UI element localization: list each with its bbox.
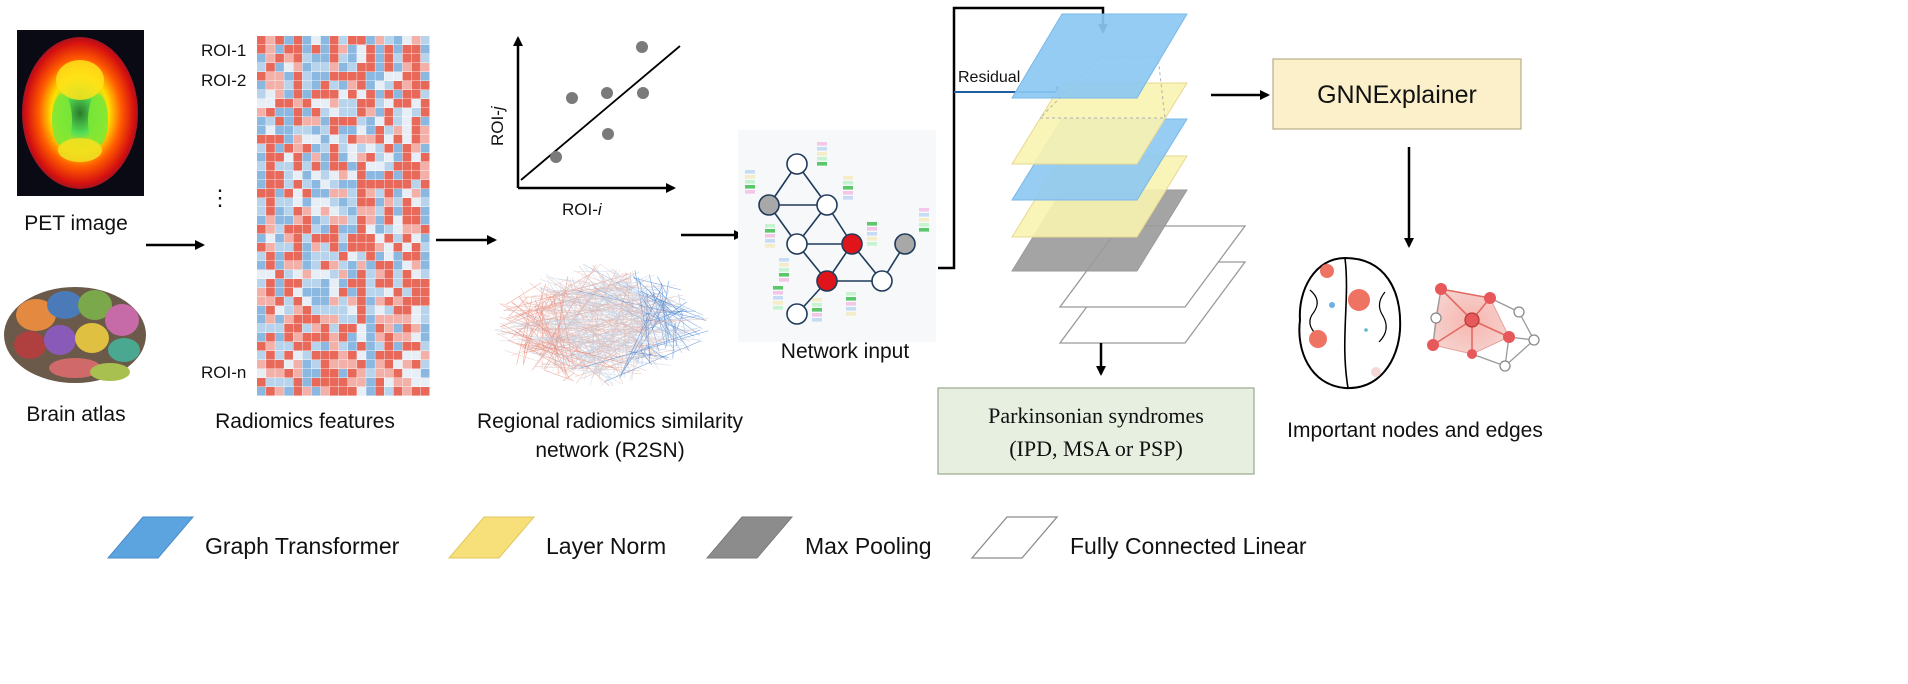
important-node [1320, 264, 1334, 278]
graph-node [816, 194, 838, 216]
legend-label: Layer Norm [546, 533, 666, 559]
legend-swatch-max-pooling [705, 516, 794, 559]
brain-atlas-image [4, 287, 146, 383]
graph-node [894, 233, 916, 255]
important-node [1329, 302, 1335, 308]
subgraph-node [1484, 292, 1496, 304]
graph-node [786, 153, 808, 175]
important-node [1364, 328, 1368, 332]
legend-label: Max Pooling [805, 533, 932, 559]
pet-label: PET image [24, 212, 128, 235]
atlas-label: Brain atlas [26, 403, 125, 426]
r2sn-label-line2: network (R2SN) [535, 439, 684, 462]
graph-node [786, 303, 808, 325]
gnnexplainer-label: GNNExplainer [1317, 81, 1477, 109]
graph-node [758, 194, 780, 216]
radiomics-heatmap [257, 36, 430, 396]
network-input-label: Network input [781, 340, 910, 363]
legend-swatch-fc-linear [970, 516, 1059, 559]
subgraph-node [1427, 339, 1439, 351]
important-node [1309, 330, 1327, 348]
legend-swatch-graph-transformer [106, 516, 195, 559]
important-label: Important nodes and edges [1287, 419, 1543, 442]
radiomics-label: Radiomics features [215, 410, 395, 433]
subgraph-node [1503, 331, 1515, 343]
graph-node [841, 233, 863, 255]
similarity-scatter [513, 36, 681, 193]
legend: Graph Transformer Layer Norm Max Pooling… [106, 516, 1307, 559]
gnnexplainer-box [1272, 58, 1522, 130]
subgraph-node [1430, 312, 1442, 324]
network-input-graph [738, 130, 936, 342]
roi-label: ROI-2 [201, 71, 246, 90]
legend-label: Fully Connected Linear [1070, 533, 1307, 559]
subgraph-node [1467, 349, 1477, 359]
model-layer-stack [1011, 13, 1247, 344]
roi-label: ROI-n [201, 363, 246, 382]
subgraph-node [1499, 360, 1511, 372]
important-node [1371, 367, 1381, 377]
graph-node [871, 270, 893, 292]
layer-norm-layer [1011, 82, 1188, 165]
subgraph-node [1435, 283, 1447, 295]
output-line1: Parkinsonian syndromes [988, 403, 1204, 428]
graph-node [786, 233, 808, 255]
roi-label: ROI-1 [201, 41, 246, 60]
r2sn-label-line1: Regional radiomics similarity [477, 410, 744, 433]
output-box [937, 387, 1255, 475]
important-subgraph [1427, 283, 1540, 372]
node-feature-bars [745, 142, 929, 322]
legend-swatch-layer-norm [447, 516, 536, 559]
graph-transformer-layer [1011, 13, 1188, 99]
r2sn-network-image [494, 263, 709, 387]
important-nodes-brain [1298, 256, 1402, 390]
graph-node [816, 270, 838, 292]
pet-image [17, 30, 144, 196]
scatter-xlabel: ROI-i [562, 200, 603, 219]
important-node [1348, 289, 1370, 311]
subgraph-node [1464, 312, 1480, 328]
subgraph-node [1513, 306, 1525, 318]
scatter-ylabel: ROI-j [488, 105, 507, 146]
roi-ellipsis: ⋮ [209, 185, 231, 210]
output-line2: (IPD, MSA or PSP) [1009, 436, 1183, 461]
legend-label: Graph Transformer [205, 533, 400, 559]
subgraph-node [1528, 334, 1540, 346]
residual-label: Residual [958, 69, 1020, 86]
